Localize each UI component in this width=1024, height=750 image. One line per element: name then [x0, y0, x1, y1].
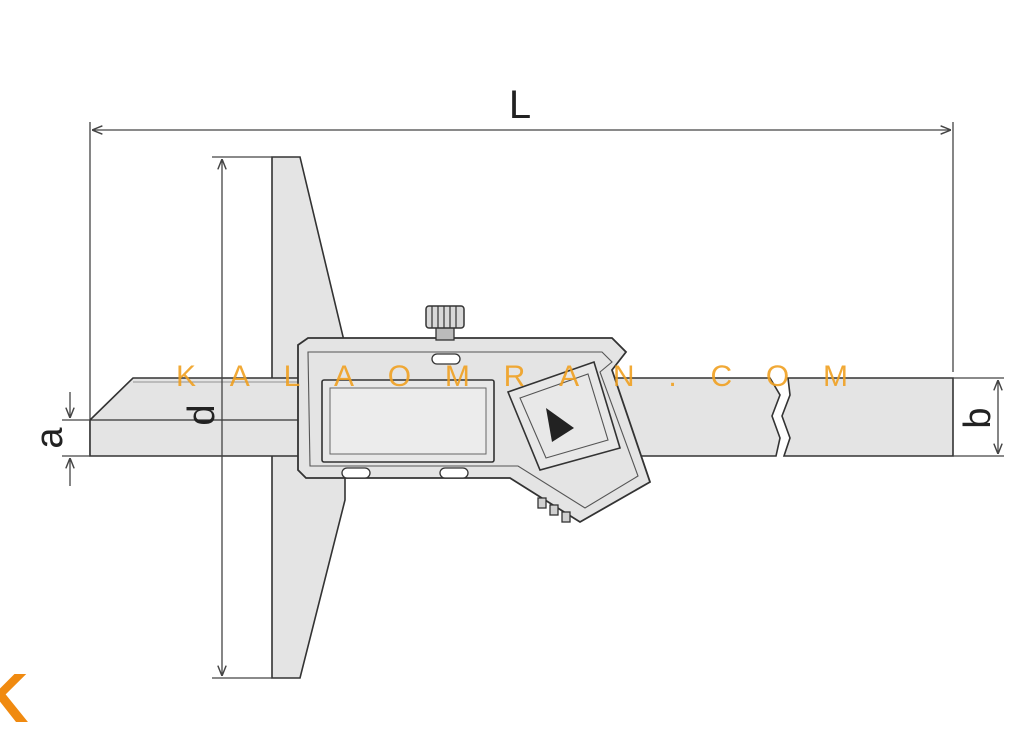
play-triangle-icon[interactable] [546, 408, 574, 442]
brand-logo-icon: K [0, 659, 29, 737]
base-thickness-label: a [29, 427, 71, 449]
slot [439, 467, 469, 479]
dimension-l: L [89, 83, 954, 455]
thumb-wheel-teeth [537, 497, 571, 523]
slot [431, 353, 461, 365]
bar-thickness-label: b [957, 407, 999, 428]
depth-label: d [181, 404, 223, 425]
lock-knob[interactable] [425, 305, 465, 341]
slider-body [297, 305, 652, 524]
dimension-b: b [953, 377, 1004, 457]
slot [341, 467, 371, 479]
length-label: L [509, 83, 531, 127]
dimension-a: a [29, 392, 90, 486]
dimension-d: d [181, 156, 272, 679]
